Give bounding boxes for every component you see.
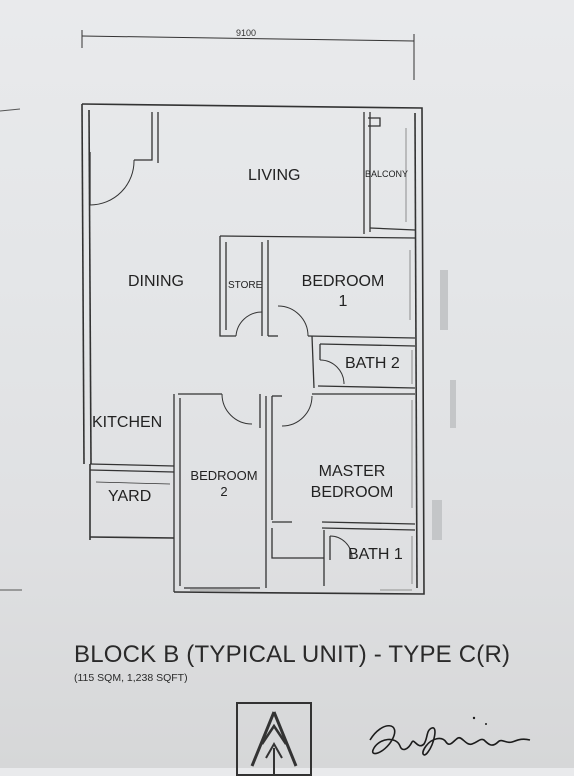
room-bath1-label: BATH 1: [348, 546, 403, 563]
room-yard-label: YARD: [108, 488, 152, 505]
balcony-walls: [363, 112, 416, 234]
bedroom2-name: BEDROOM: [190, 468, 258, 483]
logo-graphic: [250, 711, 298, 774]
outer-walls: [81, 103, 425, 595]
room-dining-label: DINING: [128, 273, 184, 290]
room-balcony-label: BALCONY: [365, 169, 409, 179]
plan-subtitle: (115 SQM, 1,238 SQFT): [74, 672, 188, 684]
entry-walls: [89, 112, 159, 206]
master-line2: BEDROOM: [310, 484, 394, 501]
dimension-line: [81, 30, 415, 80]
faint-marks: [432, 270, 456, 540]
interior-walls: [89, 235, 416, 592]
room-master-bedroom-label: MASTER BEDROOM: [304, 464, 400, 501]
room-store-label: STORE: [228, 280, 263, 291]
bedroom1-number: 1: [338, 293, 348, 310]
dimension-label: 9100: [236, 28, 257, 38]
room-bedroom1-label: BEDROOM 1: [290, 274, 396, 310]
window-marks: [190, 128, 413, 591]
building-logo: [236, 702, 312, 776]
room-living-label: LIVING: [248, 167, 301, 184]
master-line1: MASTER: [318, 463, 386, 480]
handwritten-signature: [369, 716, 531, 756]
bedroom1-name: BEDROOM: [301, 273, 385, 290]
room-bedroom2-label: BEDROOM 2: [184, 469, 264, 498]
room-kitchen-label: KITCHEN: [92, 414, 163, 431]
plan-title: BLOCK B (TYPICAL UNIT) - TYPE C(R): [74, 641, 511, 668]
room-bath2-label: BATH 2: [345, 355, 400, 372]
bedroom2-number: 2: [220, 484, 228, 499]
